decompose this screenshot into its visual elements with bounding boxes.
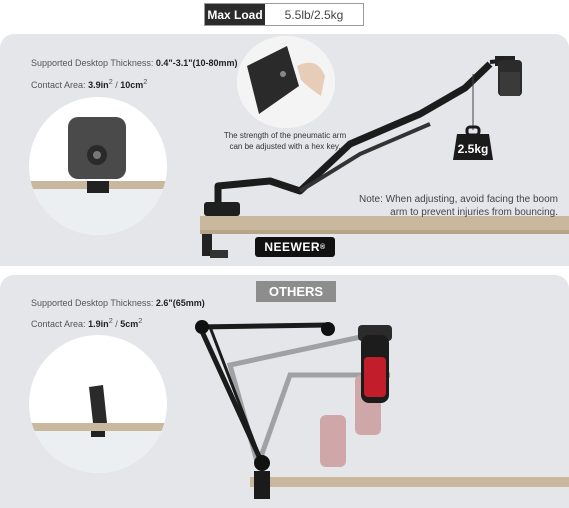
weight-icon [453, 134, 493, 160]
bottom-clamp-detail-image [29, 385, 167, 473]
arm-lower-segment [214, 61, 493, 202]
bottom-thickness-spec: Supported Desktop Thickness: 2.6"(65mm) [31, 298, 205, 308]
hex-key-detail-image [237, 36, 335, 128]
neewer-logo: NEEWER® [255, 237, 335, 257]
bottom-thickness-value: 2.6"(65mm) [155, 298, 205, 308]
top-clamp-detail-image [29, 117, 167, 235]
top-contact-spec: Contact Area: 3.9in2 / 10cm2 [31, 77, 148, 90]
bottom-clamp-detail-circle [29, 335, 167, 473]
max-load-value: 5.5lb/2.5kg [284, 7, 344, 22]
arm-gas-spring [298, 122, 431, 193]
hex-key-detail-circle [237, 36, 335, 128]
desk-top [200, 216, 569, 230]
others-boom-arm-illustration [195, 320, 569, 499]
adjustment-note: Note: When adjusting, avoid facing the b… [358, 194, 558, 218]
top-thickness-value: 0.4"-3.1"(10-80mm) [155, 58, 238, 68]
top-thickness-spec: Supported Desktop Thickness: 0.4"-3.1"(1… [31, 58, 238, 68]
pneumatic-caption: The strength of the pneumatic arm can be… [223, 131, 347, 151]
max-load-bar: Max Load 5.5lb/2.5kg [204, 3, 364, 26]
others-badge: OTHERS [256, 281, 336, 302]
neewer-boom-arm-illustration: 2.5kg [200, 56, 569, 258]
others-clamp [254, 471, 270, 499]
desk-top-bottom [250, 477, 569, 487]
weight-label: 2.5kg [458, 142, 489, 156]
top-clamp-detail-circle [29, 97, 167, 235]
bottom-contact-spec: Contact Area: 1.9in2 / 5cm2 [31, 316, 143, 329]
max-load-label: Max Load [205, 4, 265, 25]
clamp-base [204, 202, 240, 216]
clamp-bottom [202, 234, 212, 256]
